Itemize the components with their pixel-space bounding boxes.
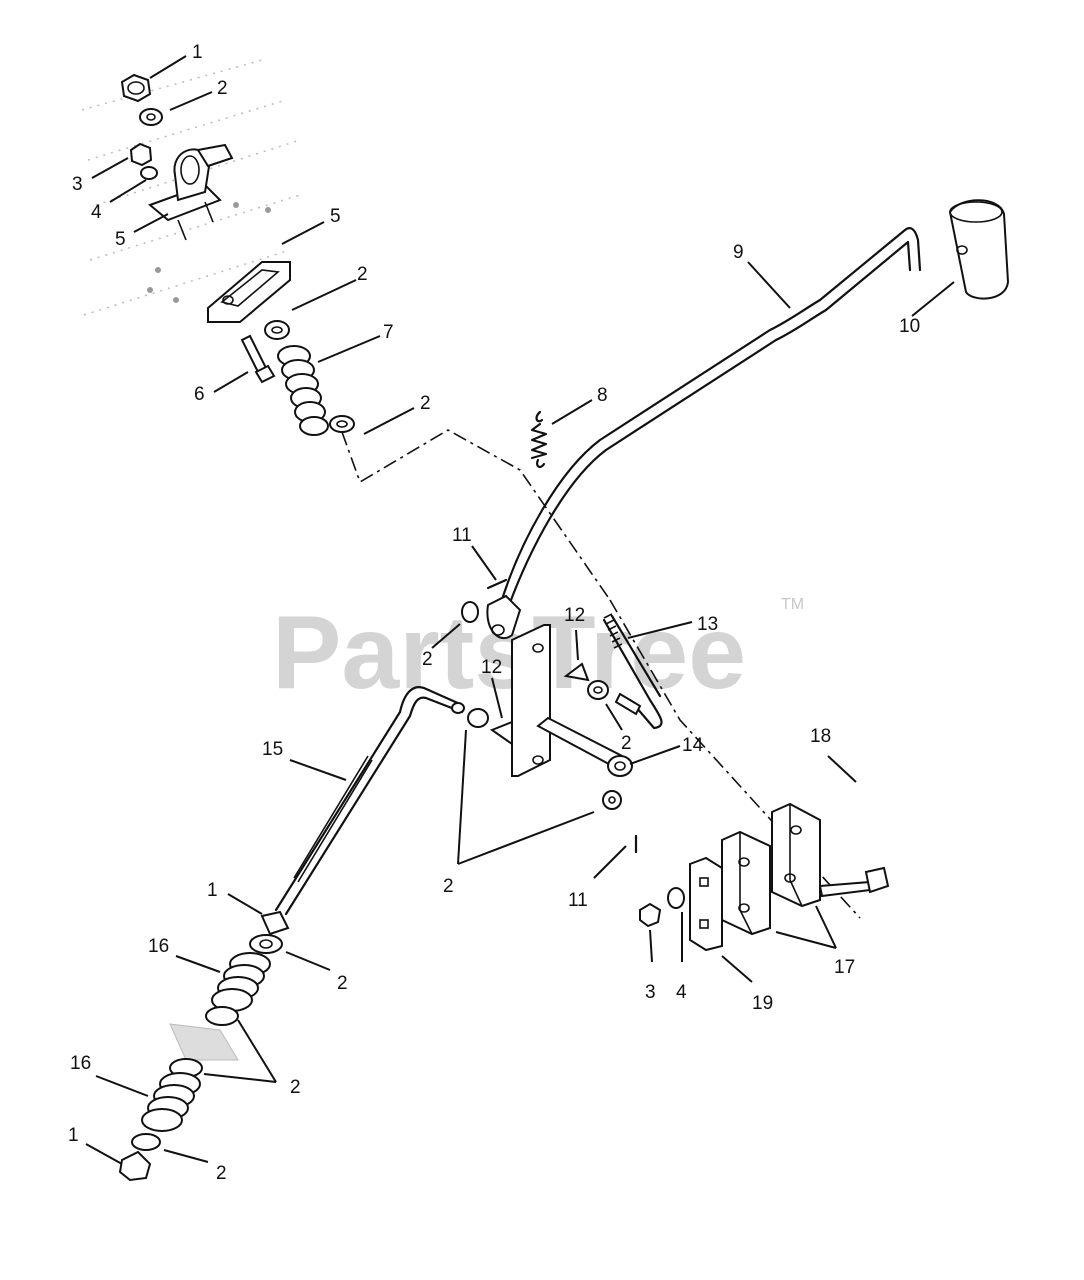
callout-13: 13 <box>697 614 718 635</box>
callout-2: 2 <box>216 1163 227 1184</box>
callout-11: 11 <box>568 890 588 911</box>
cotter-pin-icon <box>486 578 508 590</box>
callout-6: 6 <box>194 384 205 405</box>
callout-15: 15 <box>262 739 283 760</box>
callout-16: 16 <box>70 1053 91 1074</box>
compression-spring-icon <box>277 345 329 436</box>
spring-bracket-assembly <box>207 261 355 436</box>
compression-spring-icon <box>211 952 271 1012</box>
lower-spring-stack <box>118 910 290 1182</box>
callout-9: 9 <box>733 242 744 263</box>
washer-icon <box>139 108 163 126</box>
extension-spring <box>530 410 548 469</box>
callout-2: 2 <box>217 78 228 99</box>
callout-labels: 1 2 3 4 5 5 2 7 6 2 8 9 10 11 2 12 13 12… <box>68 42 920 1184</box>
callout-2: 2 <box>337 973 348 994</box>
callout-5: 5 <box>330 206 341 227</box>
threaded-rod-15 <box>274 686 513 916</box>
callout-12: 12 <box>481 657 502 678</box>
callout-3: 3 <box>645 982 656 1003</box>
right-block-assembly <box>639 802 890 952</box>
lift-lever <box>486 199 1010 640</box>
callout-2: 2 <box>443 876 454 897</box>
callout-10: 10 <box>899 316 920 337</box>
compression-spring-icon <box>141 1072 201 1132</box>
threaded-rod-13 <box>563 613 663 730</box>
lock-nut-icon <box>118 1150 152 1182</box>
callout-2: 2 <box>621 733 632 754</box>
callout-19: 19 <box>752 993 773 1014</box>
callout-7: 7 <box>383 322 394 343</box>
callout-18: 18 <box>810 726 831 747</box>
handle-knob-icon <box>948 199 1010 300</box>
callout-17: 17 <box>834 957 855 978</box>
callout-1: 1 <box>207 880 218 901</box>
callout-1: 1 <box>68 1125 79 1146</box>
callout-2: 2 <box>290 1077 301 1098</box>
callout-2: 2 <box>422 649 433 670</box>
upper-clamp-assembly <box>120 73 234 241</box>
callout-4: 4 <box>91 202 102 223</box>
callout-3: 3 <box>72 174 83 195</box>
lock-nut-icon <box>120 73 152 103</box>
callout-2: 2 <box>420 393 431 414</box>
callout-8: 8 <box>597 385 608 406</box>
callout-11: 11 <box>452 525 472 546</box>
pivot-bracket <box>461 601 633 810</box>
watermark-trademark: TM <box>781 596 804 613</box>
callout-1: 1 <box>192 42 203 63</box>
callout-14: 14 <box>682 735 704 756</box>
callout-5: 5 <box>115 229 126 250</box>
frame-rail <box>81 59 301 316</box>
cotter-pins <box>486 578 638 854</box>
callout-16: 16 <box>148 936 169 957</box>
callout-4: 4 <box>676 982 687 1003</box>
callout-2: 2 <box>357 264 368 285</box>
callout-12: 12 <box>564 605 585 626</box>
leader-lines <box>85 55 955 1165</box>
